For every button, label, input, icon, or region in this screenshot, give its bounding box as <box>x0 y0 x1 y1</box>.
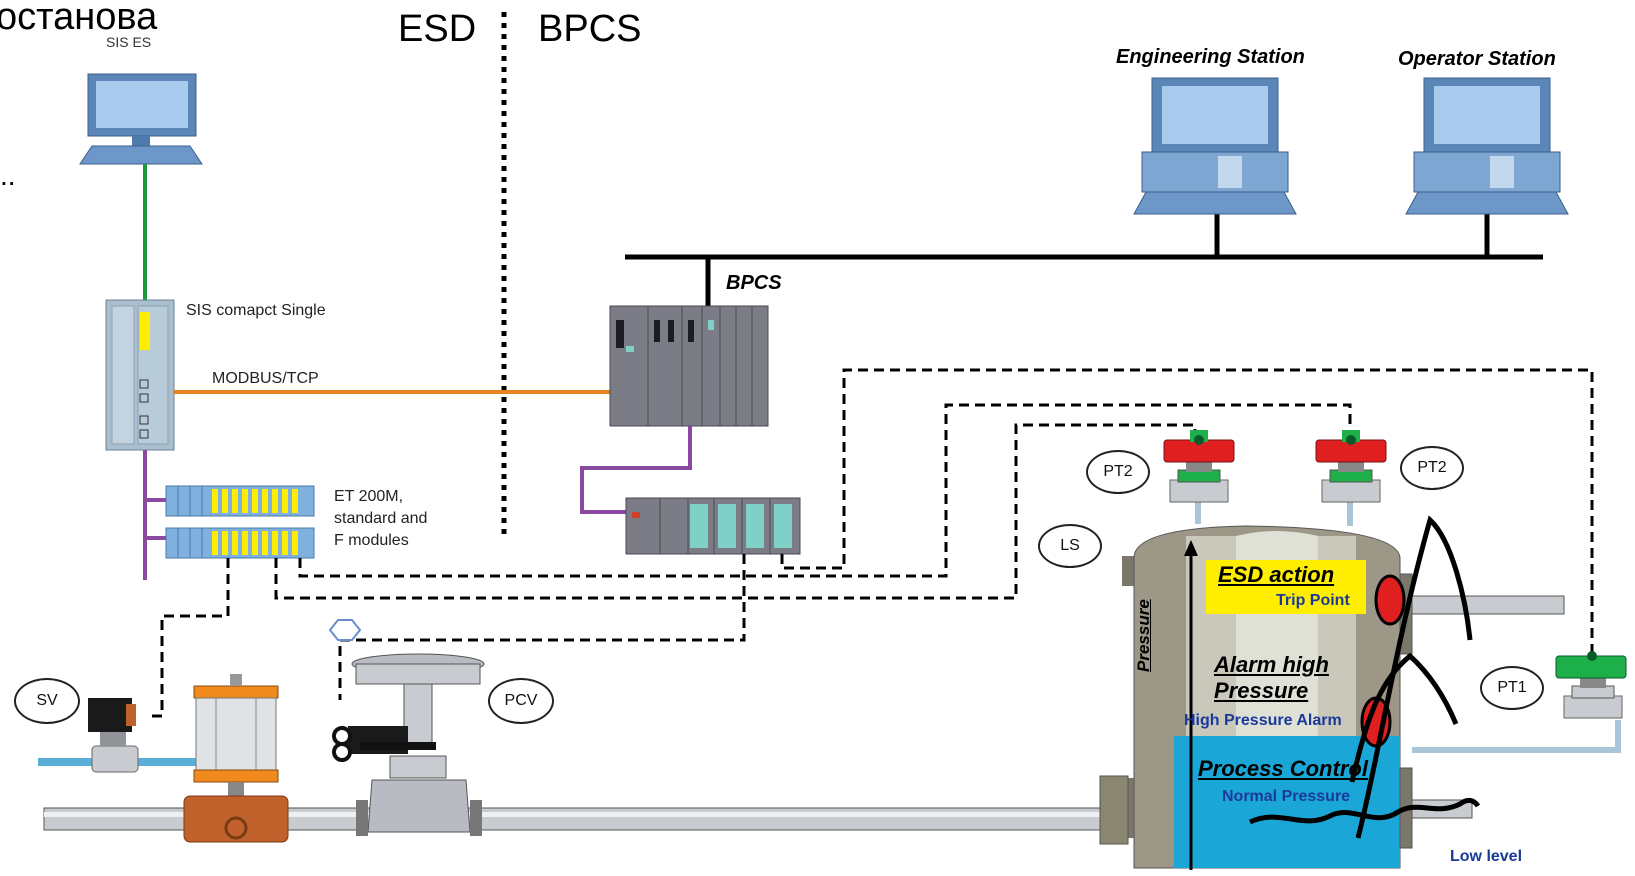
tag-pcv: PCV <box>488 678 554 724</box>
main-pipe <box>43 807 1125 831</box>
et200m-label: ET 200M, standard and F modules <box>334 486 427 552</box>
tag-pt2-left: PT2 <box>1086 450 1150 494</box>
bpcs-header-label: BPCS <box>538 8 642 50</box>
operator-station-icon <box>1405 77 1569 215</box>
pressure-axis-label: Pressure <box>1134 599 1153 672</box>
trip-point-marker <box>1374 574 1406 626</box>
pt1-transmitter-icon <box>1412 651 1627 753</box>
title-fragment: останова <box>0 0 158 38</box>
plant-bus <box>625 214 1543 306</box>
normal-pressure-label: Normal Pressure <box>1222 788 1351 805</box>
pt2-left-transmitter-icon <box>1163 430 1235 524</box>
sis-es-laptop-icon <box>79 73 203 165</box>
et200m-line-3: F modules <box>334 532 409 549</box>
sis-es-label: SIS ES <box>106 34 152 50</box>
pcv-valve-icon <box>332 653 485 836</box>
operator-station-label: Operator Station <box>1398 48 1556 70</box>
ex-symbol-icon <box>328 619 362 641</box>
esd-action-label: ESD action <box>1218 562 1335 587</box>
high-pressure-alarm-label: High Pressure Alarm <box>1184 712 1342 729</box>
et200m-line-2: standard and <box>334 510 428 527</box>
vessel-inlet-flange <box>1099 775 1129 845</box>
esd-label: ESD <box>398 8 477 50</box>
level-curves <box>1248 515 1481 839</box>
tag-sv: SV <box>14 678 80 724</box>
bpcs-profibus <box>580 426 692 514</box>
solenoid-valve-icon <box>88 698 139 773</box>
alarm-high-label-2: Pressure <box>1214 678 1309 703</box>
alarm-high-label-1: Alarm high <box>1214 652 1329 677</box>
modbus-label: MODBUS/TCP <box>212 370 319 387</box>
et200m-rack-2 <box>165 527 315 559</box>
tag-pt2-right: PT2 <box>1400 446 1464 490</box>
ellipsis-text: .. <box>0 160 16 191</box>
sis-profibus <box>143 450 166 580</box>
engineering-station-icon <box>1133 77 1297 215</box>
bpcs-controller-icon <box>609 305 769 427</box>
bpcs-io-rack-icon <box>625 497 801 555</box>
trip-point-label: Trip Point <box>1276 592 1350 609</box>
pressure-vessel <box>1122 525 1565 869</box>
process-control-label: Process Control <box>1198 756 1368 781</box>
tag-ls: LS <box>1038 524 1102 568</box>
sis-controller-icon <box>105 299 175 451</box>
tag-pt1: PT1 <box>1480 666 1544 710</box>
sis-compact-label: SIS comapct Single <box>186 302 326 319</box>
engineering-station-label: Engineering Station <box>1116 46 1305 68</box>
bpcs-controller-label: BPCS <box>726 272 782 294</box>
pressure-axis-arrow <box>1184 540 1198 870</box>
low-level-label: Low level <box>1450 848 1523 865</box>
et200m-rack-1 <box>165 485 315 517</box>
et200m-line-1: ET 200M, <box>334 488 404 505</box>
pt2-right-transmitter-icon <box>1315 430 1387 526</box>
signal-wiring <box>148 368 1594 718</box>
actuated-valve-icon <box>183 674 289 843</box>
